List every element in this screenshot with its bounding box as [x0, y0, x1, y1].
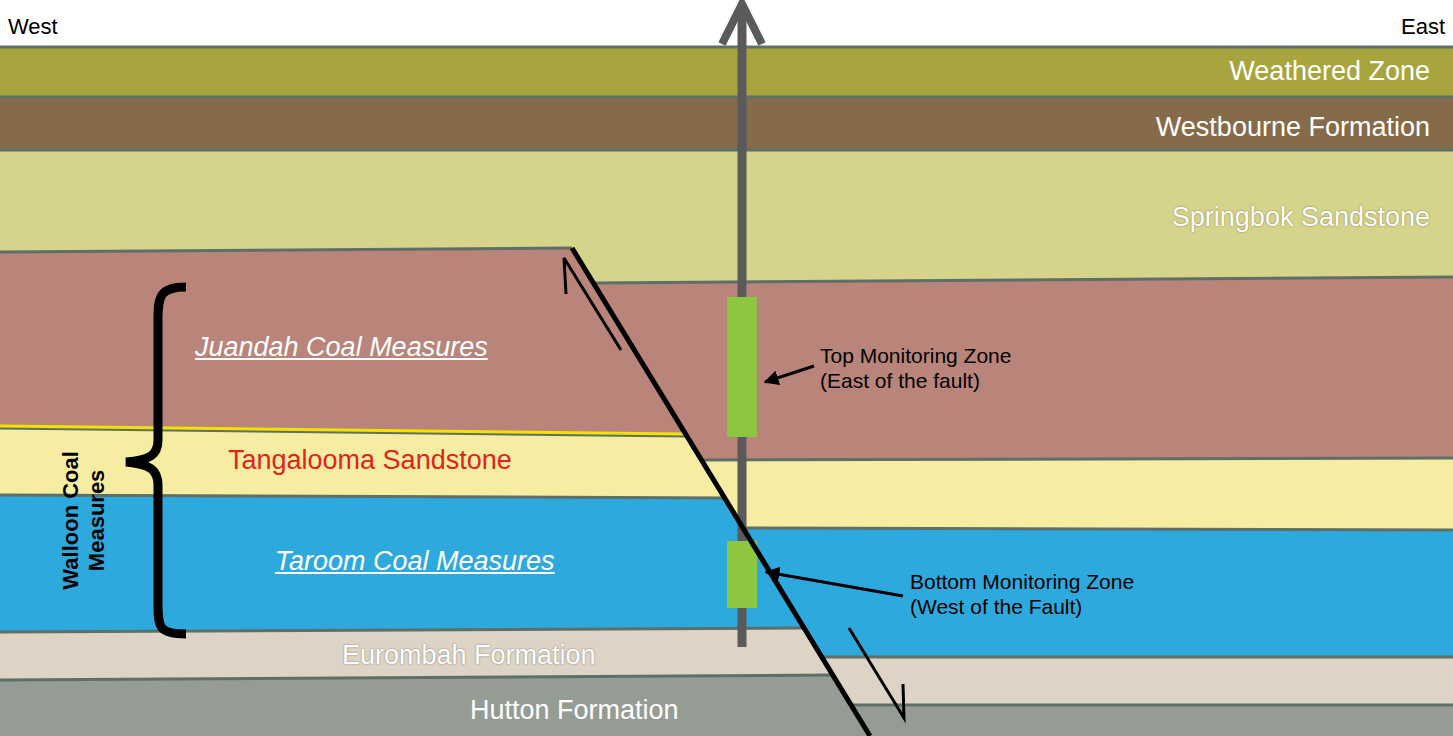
layer-name: Westbourne Formation	[1156, 112, 1430, 143]
contact-highlight	[0, 426, 686, 434]
layer-name: Eurombah Formation	[342, 640, 596, 671]
callout-label: Bottom Monitoring Zone (West of the Faul…	[910, 569, 1165, 619]
layer-name: Weathered Zone	[1229, 56, 1430, 87]
layer-name: Juandah Coal Measures	[195, 332, 488, 363]
callout-label: Top Monitoring Zone (East of the fault)	[820, 343, 1050, 393]
strata-band: Weathered Zone	[0, 47, 1453, 97]
layer-name: Taroom Coal Measures	[275, 546, 555, 577]
fault	[564, 248, 904, 736]
layer-boundaries	[0, 47, 1453, 705]
layer-name: Springbok Sandstone	[1172, 202, 1430, 233]
strata-band: Westbourne Formation	[0, 97, 1453, 150]
layer-name: Tangalooma Sandstone	[228, 445, 512, 476]
group-label: Walloon Coal Measures	[58, 438, 111, 603]
group-brace	[126, 287, 186, 634]
direction-label: West	[8, 14, 58, 40]
leader-lines	[765, 366, 903, 596]
top-monitoring-zone	[727, 297, 757, 437]
direction-label: East	[1401, 14, 1445, 40]
layer-name: Hutton Formation	[470, 695, 679, 726]
bottom-monitoring-zone	[727, 541, 757, 608]
